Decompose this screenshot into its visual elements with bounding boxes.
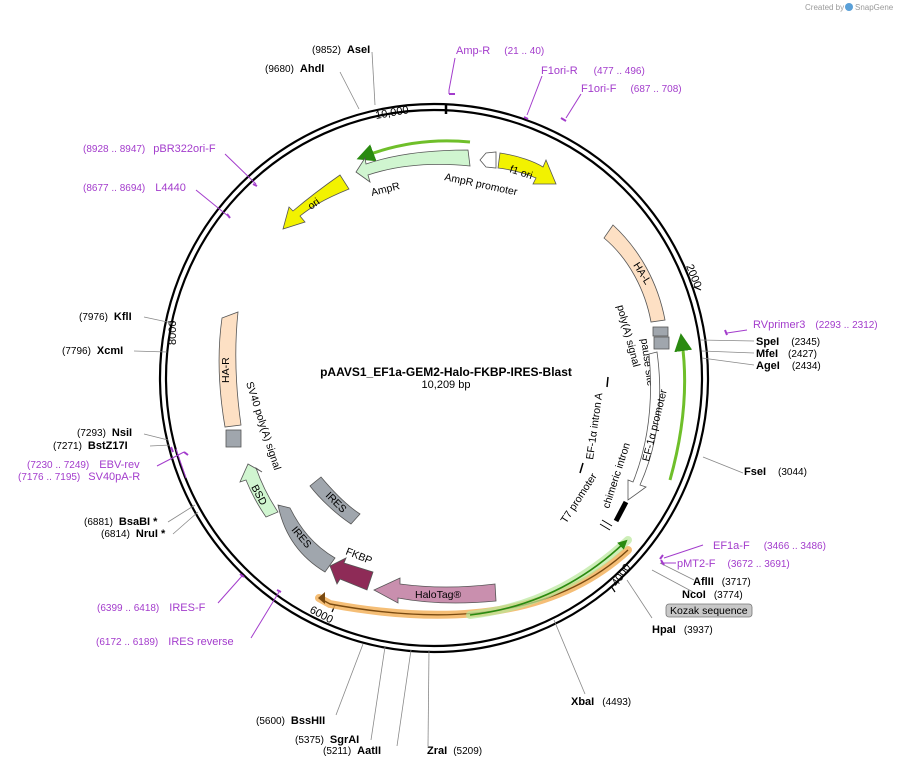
- enzyme-asei[interactable]: (9852)AseI: [312, 44, 370, 56]
- primer-f1ori-f[interactable]: F1ori-F(687 .. 708): [581, 83, 682, 95]
- primer-f1ori-r[interactable]: F1ori-R(477 .. 496): [541, 65, 645, 77]
- ha-r-feature[interactable]: [218, 311, 242, 428]
- ef1a-promoter-feature[interactable]: [627, 351, 661, 501]
- ef1a-promoter-label: EF-1α promoter: [640, 388, 670, 463]
- plasmid-size: 10,209 bp: [422, 379, 471, 391]
- primer-leaders: [156, 57, 748, 639]
- primer-rvprimer3[interactable]: RVprimer3(2293 .. 2312): [753, 319, 878, 331]
- ef1a-promoter-orf: [668, 333, 693, 481]
- pause-site-feature[interactable]: [653, 336, 670, 350]
- ampr-orf-arrow: [356, 139, 471, 162]
- plasmid-title: pAAVS1_EF1a-GEM2-Halo-FKBP-IRES-Blast: [320, 365, 572, 379]
- enzyme-aflii[interactable]: AflII(3717): [693, 576, 751, 588]
- enzyme-besshii[interactable]: (5600)BssHII: [256, 715, 325, 727]
- primer-ires-reverse[interactable]: (6172 .. 6189)IRES reverse: [96, 636, 234, 648]
- primer-labels: Amp-R(21 .. 40) F1ori-R(477 .. 496) F1or…: [18, 45, 878, 648]
- enzyme-xcmi[interactable]: (7796)XcmI: [62, 345, 123, 357]
- primer-marks: [170, 93, 728, 593]
- enzyme-labels: (9852)AseI (9680)AhdI (7976)KflI (7796)X…: [53, 44, 821, 757]
- enzyme-mfei[interactable]: MfeI(2427): [756, 348, 817, 360]
- primer-ef1a-f[interactable]: EF1a-F(3466 .. 3486): [713, 540, 826, 552]
- t7-promoter-label: T7 promoter: [558, 471, 599, 526]
- enzyme-xbai[interactable]: XbaI(4493): [571, 696, 631, 708]
- kozak-sequence-badge[interactable]: [665, 603, 753, 618]
- ori-label: ori: [306, 196, 322, 213]
- enzyme-spei[interactable]: SpeI(2345): [756, 336, 820, 348]
- primer-sv40pa-r[interactable]: (7176 .. 7195)SV40pA-R: [18, 471, 140, 483]
- enzyme-ahdi[interactable]: (9680)AhdI: [265, 63, 324, 75]
- ha-r-label: HA-R: [220, 357, 232, 383]
- enzyme-leaders: [133, 51, 755, 747]
- f1-ori-feature[interactable]: [497, 152, 557, 185]
- enzyme-bstz17i[interactable]: (7271)BstZ17I: [53, 440, 128, 452]
- svg-text:Created by: Created by: [805, 3, 844, 12]
- primer-amp-r[interactable]: Amp-R(21 .. 40): [456, 45, 544, 57]
- enzyme-ncoi[interactable]: NcoI(3774): [682, 589, 743, 601]
- enzyme-fsei[interactable]: FseI(3044): [744, 466, 807, 478]
- ires-feature-inner[interactable]: [309, 476, 361, 525]
- enzyme-sgrai[interactable]: (5375)SgrAI: [295, 734, 359, 746]
- sv40-label: SV40 poly(A) signal: [243, 380, 283, 471]
- orf-green: [466, 536, 632, 619]
- ampr-label: AmpR: [370, 180, 402, 199]
- ef1a-intron-label: EF-1α intron A: [584, 392, 605, 460]
- snapgene-watermark: Created by SnapGene: [805, 3, 894, 12]
- ampr-promoter-label: AmpR promoter: [443, 171, 518, 198]
- enzyme-hpai[interactable]: HpaI(3937): [652, 624, 713, 636]
- bsd-feature[interactable]: [239, 463, 279, 518]
- polya-signal-label: poly(A) signal: [614, 304, 642, 369]
- enzyme-nrui[interactable]: (6814)NruI *: [101, 528, 166, 540]
- enzyme-agei[interactable]: AgeI(2434): [756, 360, 821, 372]
- sv40-polya-feature[interactable]: [225, 429, 242, 448]
- primer-l4440[interactable]: (8677 .. 8694)L4440: [83, 182, 186, 194]
- enzyme-zrai[interactable]: ZraI(5209): [427, 745, 482, 757]
- ori-feature[interactable]: [282, 174, 350, 230]
- halotag-feature[interactable]: [373, 577, 497, 604]
- fkbp-label: FKBP: [344, 546, 374, 567]
- fkbp-feature[interactable]: [329, 557, 374, 591]
- tick-8000: 8000: [167, 321, 179, 345]
- enzyme-nsii[interactable]: (7293)NsiI: [77, 427, 132, 439]
- ires-feature-lower[interactable]: [277, 504, 336, 573]
- ha-l-feature[interactable]: [603, 224, 666, 323]
- ampr-feature[interactable]: [355, 149, 471, 183]
- ampr-promoter-feature[interactable]: [479, 151, 497, 169]
- enzyme-kfli[interactable]: (7976)KflI: [79, 311, 132, 323]
- backbone-outer: [158, 102, 710, 654]
- tick-10000: 10,000: [374, 104, 409, 122]
- polya-signal-feature[interactable]: [652, 326, 669, 337]
- svg-text:SnapGene: SnapGene: [855, 3, 894, 12]
- enzyme-aatii[interactable]: (5211)AatII: [323, 745, 381, 757]
- primer-pbr322ori-f[interactable]: (8928 .. 8947)pBR322ori-F: [83, 143, 216, 155]
- kozak-sequence-label: Kozak sequence: [670, 605, 748, 617]
- primer-ebv-rev[interactable]: (7230 .. 7249)EBV-rev: [27, 459, 140, 471]
- primer-ires-f[interactable]: (6399 .. 6418)IRES-F: [97, 602, 206, 614]
- enzyme-bsabi[interactable]: (6881)BsaBI *: [84, 516, 158, 528]
- backbone-inner: [164, 108, 704, 648]
- primer-pmt2-f[interactable]: pMT2-F(3672 .. 3691): [677, 558, 790, 570]
- halotag-label: HaloTag®: [415, 589, 462, 601]
